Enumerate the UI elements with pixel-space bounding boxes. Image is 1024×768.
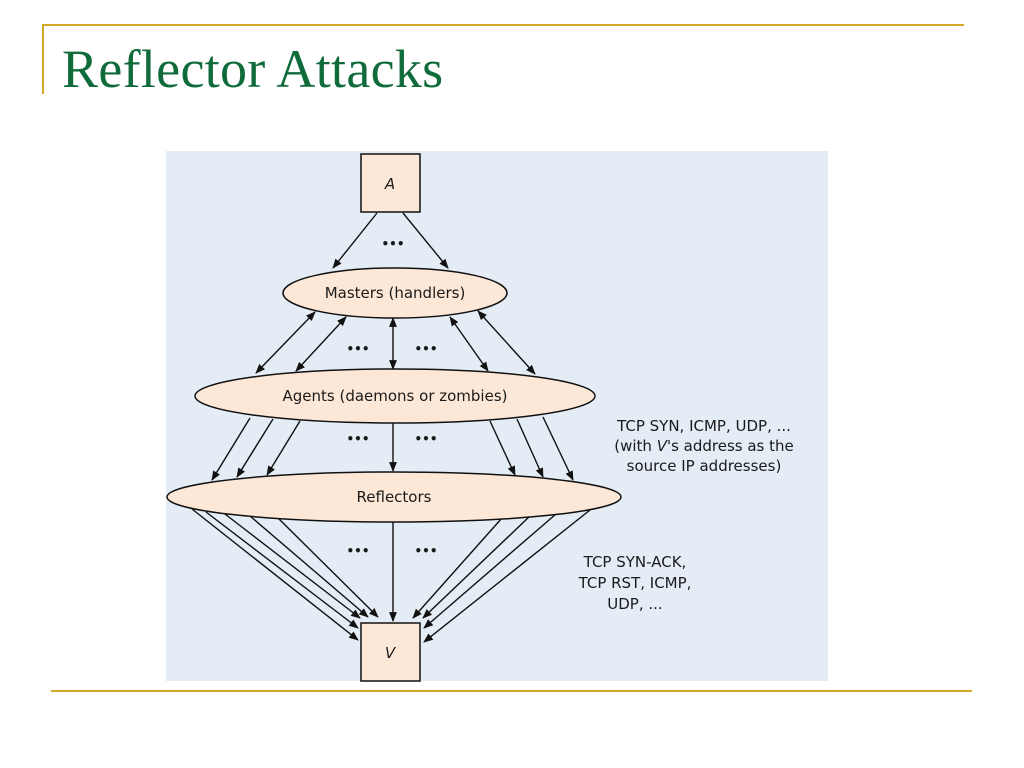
- ellipsis-marker: •••: [381, 237, 404, 251]
- arrow: [423, 509, 591, 643]
- bidirectional-arrow: [295, 316, 347, 372]
- arrow: [224, 513, 361, 619]
- agent-traffic-line2: (with V's address as the: [614, 437, 794, 455]
- node-victim: V: [360, 622, 421, 682]
- edges-masters-to-agents: [255, 310, 536, 375]
- bidirectional-arrow: [255, 311, 316, 374]
- agent-traffic-label: TCP SYN, ICMP, UDP, ... (with V's addres…: [614, 417, 794, 475]
- title-rule-top: [42, 24, 964, 26]
- arrow: [423, 513, 557, 629]
- arrow: [191, 508, 359, 641]
- title-rule-left: [42, 24, 44, 94]
- ellipsis-marker: •••: [346, 432, 369, 446]
- edges-attacker-to-masters: [332, 212, 449, 269]
- footer-rule: [51, 690, 972, 692]
- reflector-traffic-label: TCP SYN-ACK, TCP RST, ICMP, UDP, ...: [578, 553, 692, 613]
- arrow: [402, 212, 449, 269]
- node-reflectors-label: Reflectors: [357, 488, 432, 506]
- bidirectional-arrow: [449, 316, 489, 372]
- arrow: [542, 416, 574, 481]
- arrow: [516, 418, 544, 478]
- node-agents: Agents (daemons or zombies): [194, 368, 596, 424]
- bidirectional-arrow: [477, 310, 536, 375]
- arrow: [332, 212, 378, 269]
- node-agents-label: Agents (daemons or zombies): [282, 387, 507, 405]
- reflector-traffic-line2: TCP RST, ICMP,: [578, 574, 692, 592]
- node-victim-label: V: [385, 644, 397, 662]
- arrow: [422, 515, 531, 619]
- ellipsis-marker: •••: [346, 342, 369, 356]
- ellipsis-marker: •••: [414, 342, 437, 356]
- ellipsis-marker: •••: [414, 544, 437, 558]
- agent-traffic-line3: source IP addresses): [627, 457, 782, 475]
- arrow: [412, 517, 503, 619]
- reflector-traffic-line1: TCP SYN-ACK,: [583, 553, 687, 571]
- arrow: [236, 418, 274, 478]
- arrow: [205, 511, 359, 629]
- arrow: [249, 515, 369, 618]
- slide-title: Reflector Attacks: [62, 39, 444, 99]
- edges-agents-to-reflectors: [211, 416, 574, 481]
- ellipsis-marker: •••: [346, 544, 369, 558]
- ellipsis-marker: •••: [414, 432, 437, 446]
- node-attacker-label: A: [384, 175, 395, 193]
- edges-reflectors-to-victim: [191, 508, 591, 643]
- agent-traffic-line1: TCP SYN, ICMP, UDP, ...: [616, 417, 791, 435]
- node-masters-label: Masters (handlers): [325, 284, 466, 302]
- arrow: [277, 517, 379, 618]
- node-masters: Masters (handlers): [282, 267, 508, 319]
- arrow: [489, 420, 516, 476]
- arrow: [266, 420, 301, 476]
- arrow: [211, 417, 251, 481]
- reflector-traffic-line3: UDP, ...: [607, 595, 662, 613]
- node-reflectors: Reflectors: [166, 471, 622, 523]
- node-attacker: A: [360, 153, 421, 213]
